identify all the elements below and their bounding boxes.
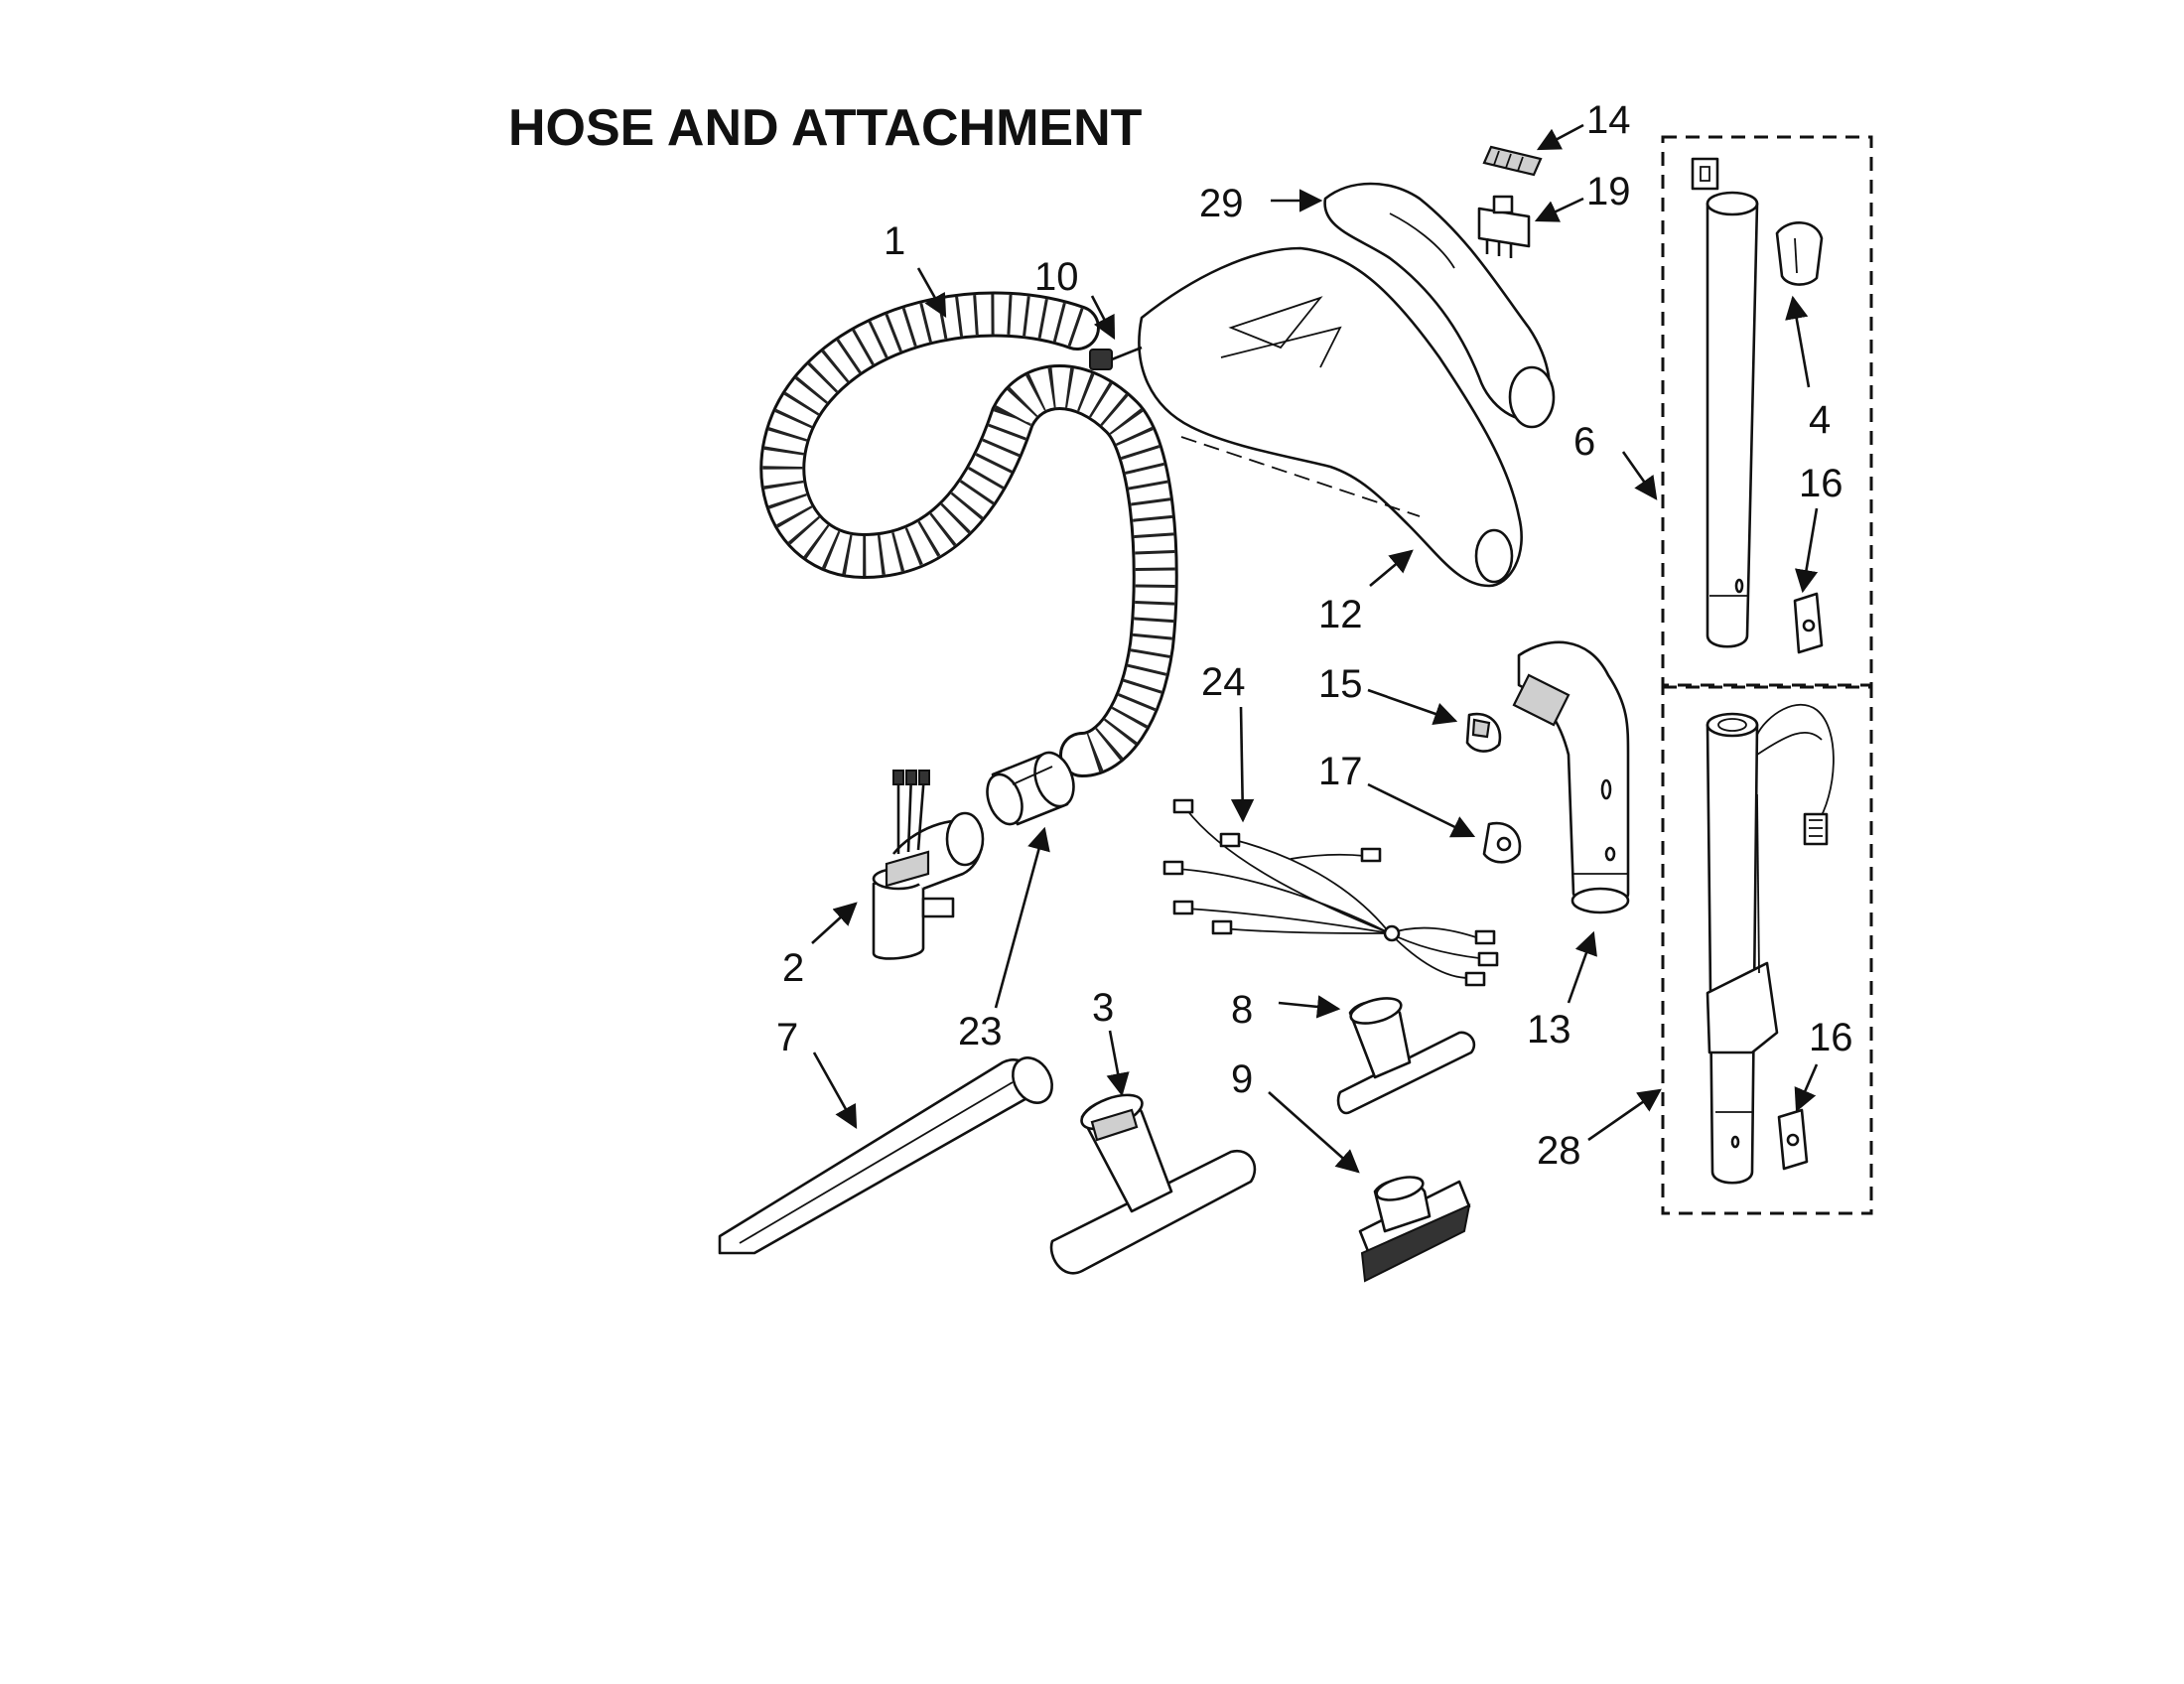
part-13-elbow <box>1512 640 1630 914</box>
callout-9: 9 <box>1231 1057 1253 1101</box>
callout-14: 14 <box>1586 98 1631 142</box>
part-7-crevice-tool <box>718 1056 1053 1255</box>
callout-12: 12 <box>1318 593 1363 636</box>
part-17-latch <box>1482 821 1522 864</box>
callout-6: 6 <box>1573 420 1595 464</box>
callout-10: 10 <box>1034 255 1079 299</box>
box-part-28-lower-wand-group <box>1661 685 1873 1215</box>
callout-16-upper: 16 <box>1799 462 1843 505</box>
leader-lines <box>811 123 1819 1174</box>
part-3-floor-tool <box>1049 1093 1257 1275</box>
part-19-switch <box>1477 195 1531 258</box>
part-16-latch-lower <box>1777 1108 1809 1171</box>
callout-24: 24 <box>1201 660 1246 704</box>
part-12-handle-shell <box>1138 246 1523 588</box>
part-16-latch-upper <box>1793 592 1824 654</box>
callout-28: 28 <box>1537 1129 1581 1173</box>
callout-16-lower: 16 <box>1809 1016 1853 1059</box>
callout-13: 13 <box>1527 1008 1571 1052</box>
part-29-handle-top <box>1323 182 1556 429</box>
callout-17: 17 <box>1318 750 1363 793</box>
callout-2: 2 <box>782 946 804 990</box>
callout-7: 7 <box>776 1016 798 1059</box>
part-14-switch-cover <box>1482 145 1543 177</box>
callout-numbers: 1 2 3 4 6 7 8 9 10 12 13 14 15 16 16 17 … <box>776 98 1853 1173</box>
callout-4: 4 <box>1809 398 1831 442</box>
callout-15: 15 <box>1318 662 1363 706</box>
part-8-upholstery-tool <box>1336 997 1476 1115</box>
part-1-hose <box>759 291 1178 777</box>
callout-8: 8 <box>1231 988 1253 1032</box>
callout-19: 19 <box>1586 170 1631 213</box>
part-4-wand-clip <box>1775 221 1824 286</box>
part-2-swivel <box>872 770 985 960</box>
part-23-cuff <box>986 751 1075 826</box>
callout-1: 1 <box>884 219 905 263</box>
part-28-lower-wand <box>1706 704 1835 1185</box>
callout-29: 29 <box>1199 182 1244 225</box>
part-6-upper-wand <box>1691 157 1759 648</box>
box-part-6-upper-wand-group <box>1661 135 1873 687</box>
part-10-screw <box>1089 346 1143 370</box>
part-24-wire-harness <box>1162 798 1499 987</box>
callout-3: 3 <box>1092 986 1114 1030</box>
part-15-clip <box>1465 712 1502 753</box>
diagram-title: HOSE AND ATTACHMENT <box>508 99 1143 157</box>
callout-23: 23 <box>958 1010 1003 1053</box>
part-9-dusting-brush <box>1358 1176 1471 1283</box>
